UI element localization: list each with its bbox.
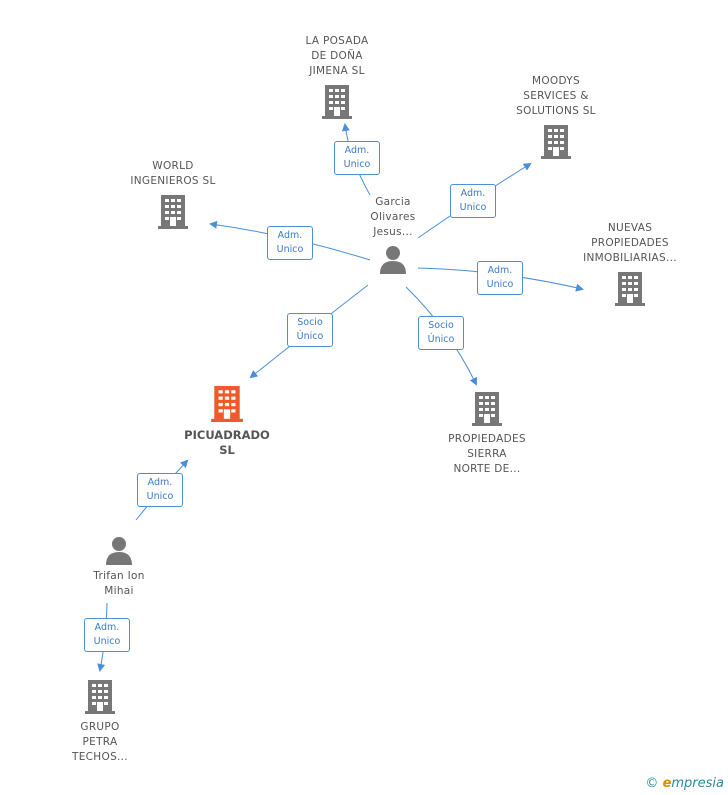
node-label-line: SIERRA [467,448,507,460]
node-picuadrado[interactable]: PICUADRADO SL [177,386,277,458]
person-icon [104,535,134,565]
edge-label-picuadrado[interactable]: Socio Único [287,313,333,347]
node-label-line: JIMENA SL [309,65,365,77]
edge-label-text: Único [427,334,455,345]
edge-label-nuevas[interactable]: Adm. Unico [477,261,523,295]
node-label-line: SOLUTIONS SL [516,105,596,117]
edge-label-text: Unico [93,636,121,647]
node-moodys[interactable]: MOODYS SERVICES & SOLUTIONS SL [501,74,611,159]
edge-label-text: Adm. [277,230,303,241]
node-label-line: WORLD [152,160,194,172]
node-label-line: PROPIEDADES [448,433,526,445]
node-trifan[interactable]: Trifan Ion Mihai [79,535,159,599]
building-icon [85,680,115,714]
copyright-symbol: © [645,776,659,791]
node-nuevas[interactable]: NUEVAS PROPIEDADES INMOBILIARIAS... [570,221,690,306]
edge-label-propiedades[interactable]: Socio Único [418,316,464,350]
node-propiedades[interactable]: PROPIEDADES SIERRA NORTE DE... [437,392,537,477]
node-la-posada[interactable]: LA POSADA DE DOÑA JIMENA SL [287,34,387,119]
brand-name: mpresia [671,776,724,791]
edge-label-text: Adm. [147,477,173,488]
node-label-line: GRUPO [80,721,120,733]
node-label-line: TECHOS... [72,751,128,763]
edge-label-text: Unico [146,491,174,502]
node-grupo[interactable]: GRUPO PETRA TECHOS... [58,680,142,765]
node-label-line: PICUADRADO [184,428,270,442]
node-label-line: Trifan Ion [93,570,145,582]
edge-label-grupo[interactable]: Adm. Unico [84,618,130,652]
node-label-line: SL [219,443,235,457]
node-label-line: Mihai [104,585,134,597]
node-garcia[interactable]: Garcia Olivares Jesus... [353,195,433,274]
edge-label-la-posada[interactable]: Adm. Unico [334,141,380,175]
building-icon [158,195,188,229]
node-label-line: INGENIEROS SL [130,175,216,187]
node-label-line: Garcia [375,196,411,208]
node-world[interactable]: WORLD INGENIEROS SL [118,159,228,229]
edge-label-text: Adm. [344,145,370,156]
node-label-line: NUEVAS [607,222,653,234]
brand-e: e [662,776,672,791]
edge-label-text: Unico [276,244,304,255]
building-icon [541,125,571,159]
edge-label-moodys[interactable]: Adm. Unico [450,184,496,218]
edge-label-text: Adm. [94,622,120,633]
node-label-line: Jesus... [373,226,413,238]
edge-label-text: Unico [343,159,371,170]
edge-label-trifan-picuadrado[interactable]: Adm. Unico [137,473,183,507]
node-label-line: MOODYS [532,75,580,87]
node-label-line: LA POSADA [305,35,369,47]
edge-label-text: Socio [297,317,323,328]
edge-label-text: Adm. [487,265,513,276]
node-label-line: DE DOÑA [311,50,363,62]
node-label-line: PETRA [82,736,118,748]
edge-label-world[interactable]: Adm. Unico [267,226,313,260]
node-label-line: INMOBILIARIAS... [583,252,677,264]
person-icon [378,244,408,274]
edge-label-text: Socio [428,320,454,331]
node-label-line: SERVICES & [523,90,589,102]
building-icon [322,85,352,119]
brand-logo: © empresia [645,776,724,791]
edge-label-text: Adm. [460,188,486,199]
building-icon [211,386,243,422]
edge-label-text: Unico [486,279,514,290]
node-label-line: PROPIEDADES [591,237,669,249]
building-icon [615,272,645,306]
building-icon [472,392,502,426]
node-label-line: NORTE DE... [453,463,521,475]
edge-label-text: Unico [459,202,487,213]
edge-label-text: Único [296,331,324,342]
node-label-line: Olivares [370,211,416,223]
